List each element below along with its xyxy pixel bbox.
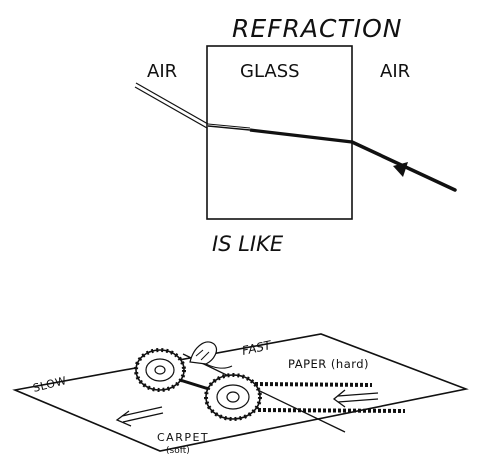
- glass-block: [206, 45, 353, 220]
- title: REFRACTION: [232, 14, 403, 43]
- hand-sketch: [189, 341, 233, 369]
- ray-arrowhead: [393, 162, 408, 177]
- label-fast: FAST: [241, 338, 274, 358]
- label-paper: PAPER (hard): [288, 357, 369, 371]
- paper-boundary: [182, 353, 346, 433]
- label-carpet: CARPET: [157, 431, 209, 444]
- label-air-left: AIR: [147, 61, 177, 82]
- emergent-ray: [135, 82, 209, 125]
- direction-arrow-paper: [332, 389, 379, 408]
- direction-arrow-carpet: [115, 406, 164, 427]
- wheel-tracks: [254, 382, 406, 413]
- caption: IS LIKE: [212, 232, 284, 256]
- refracted-ray-in-glass: [249, 128, 353, 144]
- label-air-right: AIR: [380, 61, 410, 82]
- label-soft: (soft): [166, 446, 190, 456]
- back-wheel: [134, 348, 186, 392]
- refracted-ray-in-glass-faint: [207, 125, 251, 131]
- front-wheel: [204, 373, 262, 421]
- label-glass: GLASS: [240, 61, 300, 82]
